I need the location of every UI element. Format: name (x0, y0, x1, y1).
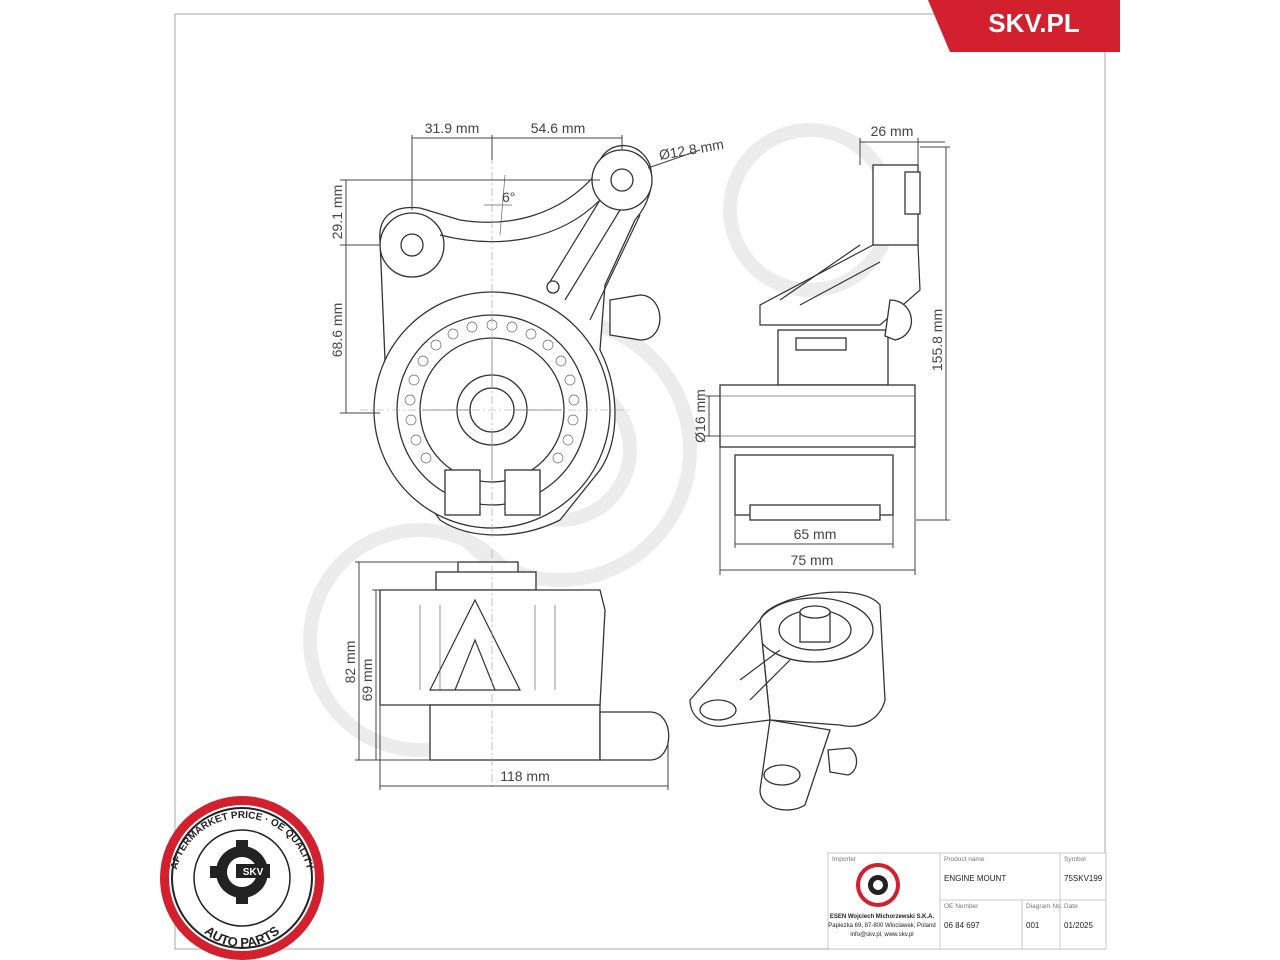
diagram-number-label: Diagram No. (1026, 903, 1063, 910)
side-view-dimensions: 26 mm 155.8 mm Ø16 mm 65 mm 75 mm (692, 123, 950, 575)
stamp-center-text: SKV (243, 867, 264, 878)
bottom-view-dimensions: 82 mm 69 mm 118 mm (342, 561, 669, 790)
symbol-value: 75SKV199 (1064, 874, 1103, 883)
diagram-number-value: 001 (1026, 921, 1040, 930)
dim-26: 26 mm (871, 123, 914, 139)
product-name-label: Product name (944, 856, 985, 863)
dim-68-6: 68.6 mm (329, 303, 345, 357)
isometric-view (689, 591, 886, 811)
date-label: Date (1064, 903, 1078, 910)
importer-label: Importer (832, 856, 857, 863)
dim-82: 82 mm (342, 641, 358, 684)
dim-31-9: 31.9 mm (425, 120, 479, 136)
dim-75: 75 mm (791, 552, 834, 568)
front-view (360, 140, 661, 540)
symbol-label: Symbol (1064, 856, 1086, 863)
dim-54-6: 54.6 mm (531, 120, 585, 136)
side-view (719, 164, 921, 521)
importer-logo (856, 863, 900, 907)
importer-contact: info@skv.pl, www.skv.pl (850, 932, 913, 938)
dim-65: 65 mm (794, 526, 837, 542)
dim-155-8: 155.8 mm (929, 309, 945, 371)
sheet-frame (174, 13, 1106, 950)
dim-diameter-12-8: Ø12.8 mm (658, 136, 725, 163)
date-value: 01/2025 (1064, 921, 1093, 930)
bottom-view (379, 550, 670, 790)
brand-logo: SKV.PL (928, 0, 1120, 52)
oe-number-value: 06 84 697 (944, 921, 980, 930)
title-block: Importer ESEN Wojciech Michorzewski S.K.… (827, 852, 1107, 950)
dim-29-1: 29.1 mm (329, 185, 345, 239)
dim-69: 69 mm (359, 659, 375, 702)
product-name-value: ENGINE MOUNT (944, 874, 1006, 883)
brand-logo-text: SKV.PL (988, 8, 1080, 38)
auto-parts-stamp: AFTERMARKET PRICE · OE QUALITY AUTO PART… (160, 796, 324, 960)
oe-number-label: OE Number (944, 903, 979, 910)
importer-name: ESEN Wojciech Michorzewski S.K.A. (830, 914, 935, 920)
dim-118: 118 mm (500, 768, 550, 784)
dim-angle-6: 6° (502, 189, 515, 205)
importer-address: Papiezka 69, 87-800 Wloclawek, Poland (828, 923, 935, 929)
dim-diameter-16: Ø16 mm (692, 389, 708, 443)
